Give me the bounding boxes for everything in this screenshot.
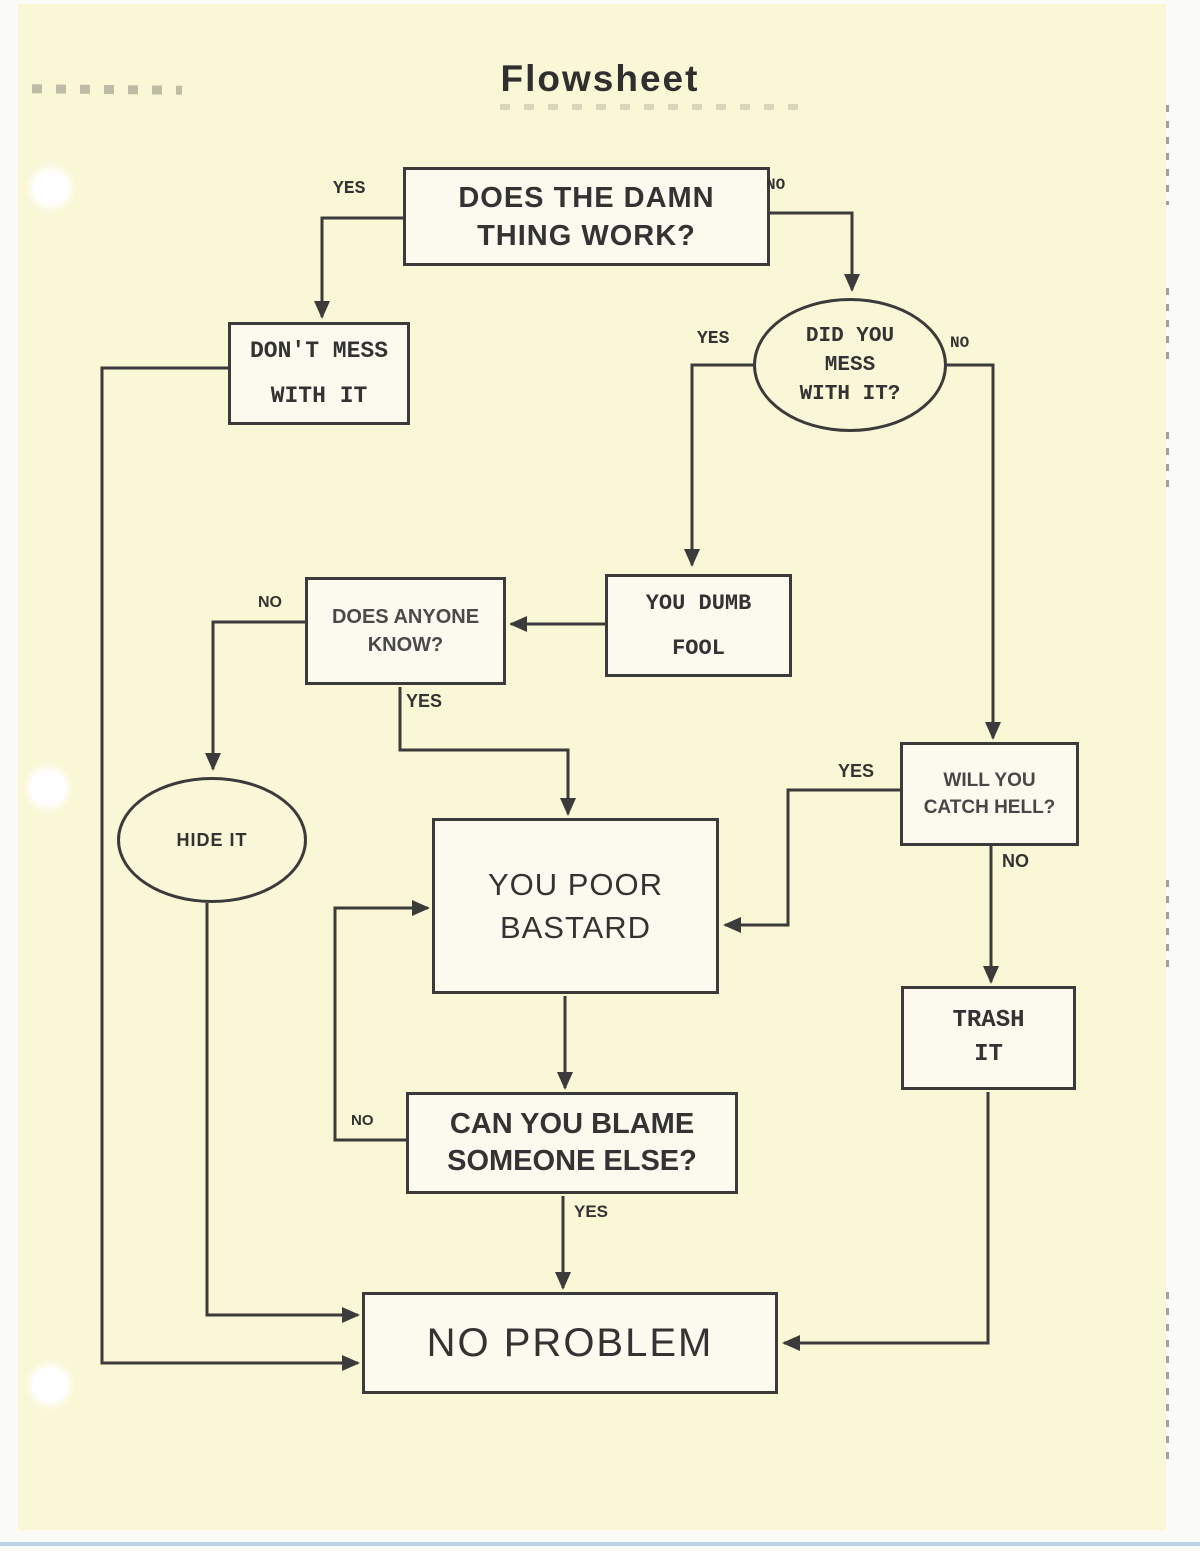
scan-artifact <box>1166 1292 1169 1462</box>
node-text-line: MESS <box>824 353 876 377</box>
node-text-line: YOU POOR <box>487 867 664 902</box>
connector-hide-to-noproblem <box>205 903 360 1323</box>
node-no-problem: NO PROBLEM <box>362 1292 778 1394</box>
connector-hell-yes <box>723 788 900 933</box>
node-text-line: THING WORK? <box>477 219 696 252</box>
edge-label-work-yes: YES <box>333 179 366 199</box>
page-title: Flowsheet <box>500 58 700 99</box>
node-text-line: DOES THE DAMN <box>458 181 715 214</box>
edge-label-hell-no: NO <box>1002 851 1029 871</box>
node-hide-it: HIDE IT <box>117 777 307 903</box>
node-text-line: WILL YOU <box>943 770 1036 791</box>
edge-label-hell-yes: YES <box>838 761 875 781</box>
edge-label-blame-yes: YES <box>574 1202 609 1221</box>
node-text-line: DID YOU <box>805 324 895 348</box>
node-does-the-damn-thing-work: DOES THE DAMN THING WORK? <box>403 167 770 266</box>
connector-dontmess-to-noproblem <box>100 366 360 1371</box>
node-can-you-blame-someone-else: CAN YOU BLAME SOMEONE ELSE? <box>406 1092 738 1194</box>
node-text-line: KNOW? <box>367 634 444 656</box>
node-you-poor-bastard: YOU POOR BASTARD <box>432 818 719 994</box>
node-did-you-mess-with-it: DID YOU MESS WITH IT? <box>753 298 947 432</box>
node-text-line: NO PROBLEM <box>426 1320 714 1365</box>
node-text-line: TRASH <box>952 1007 1025 1034</box>
connector-blame-no <box>333 900 430 1142</box>
scan-artifact <box>1166 432 1169 490</box>
node-does-anyone-know: DOES ANYONE KNOW? <box>305 577 506 685</box>
node-text-line: WITH IT <box>270 382 368 409</box>
scan-artifact <box>1166 288 1169 364</box>
connector-mess-no <box>947 363 1001 740</box>
connector-know-no <box>205 620 305 771</box>
node-will-you-catch-hell: WILL YOU CATCH HELL? <box>900 742 1079 846</box>
connector-mess-yes <box>684 363 753 567</box>
edge-label-know-yes: YES <box>406 691 443 711</box>
node-text-line: SOMEONE ELSE? <box>447 1145 697 1177</box>
node-text-line: CATCH HELL? <box>923 797 1056 818</box>
punch-hole-middle <box>30 770 66 806</box>
node-text-line: YOU DUMB <box>645 590 752 616</box>
connector-work-no <box>770 211 860 292</box>
edge-label-mess-no: NO <box>950 334 970 352</box>
node-trash-it: TRASH IT <box>901 986 1076 1090</box>
node-text-line: CAN YOU BLAME <box>449 1108 695 1140</box>
edge-label-work-no: NO <box>766 176 786 194</box>
punch-hole-bottom <box>32 1367 68 1403</box>
connector-know-yes <box>398 687 576 816</box>
page-bottom-edge <box>0 1542 1200 1546</box>
node-text-line: HIDE IT <box>176 829 248 850</box>
node-text-line: WITH IT? <box>799 382 901 406</box>
node-text-line: IT <box>974 1041 1003 1068</box>
connector-work-yes <box>314 216 403 319</box>
node-you-dumb-fool: YOU DUMB FOOL <box>605 574 792 677</box>
node-text-line: BASTARD <box>499 910 652 945</box>
edge-label-know-no: NO <box>258 594 282 611</box>
node-text-line: DOES ANYONE <box>331 606 480 628</box>
node-text-line: FOOL <box>672 635 725 661</box>
scan-artifact <box>500 104 800 110</box>
node-dont-mess-with-it: DON'T MESS WITH IT <box>228 322 410 425</box>
connector-trash-to-noproblem <box>782 1092 990 1351</box>
edge-label-mess-yes: YES <box>697 329 730 349</box>
edge-label-blame-no: NO <box>351 1112 374 1129</box>
scan-artifact <box>1166 880 1169 970</box>
scan-artifact <box>1166 105 1169 205</box>
punch-hole-top <box>33 170 69 206</box>
node-text-line: DON'T MESS <box>249 337 389 364</box>
